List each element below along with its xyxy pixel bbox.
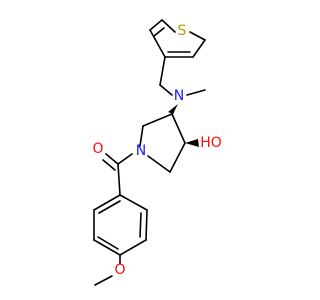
bond	[161, 19, 176, 33]
bond	[94, 275, 113, 286]
sulfur-label: S	[178, 23, 187, 39]
bond	[117, 163, 121, 196]
atom-label-amine-nitrogen: N	[174, 88, 184, 104]
ring-nitrogen-label: N	[136, 143, 146, 159]
bond	[97, 236, 119, 250]
bond	[147, 155, 171, 173]
atom-label-sulfur: S	[178, 23, 187, 39]
pyrrolidine-ring	[139, 113, 186, 173]
methoxy-oxygen-label: O	[114, 262, 125, 278]
amine-nitrogen-label: N	[174, 88, 184, 104]
bond	[119, 194, 148, 211]
benzene-ring	[93, 194, 148, 256]
atom-label-carbonyl-oxygen: O	[92, 141, 103, 157]
bond	[93, 194, 121, 211]
bond	[145, 209, 148, 241]
wedge-bond	[168, 104, 178, 114]
bond	[149, 19, 163, 31]
structure-diagram: S N N O HO O	[92, 19, 222, 286]
bond	[171, 113, 186, 144]
bond	[159, 84, 173, 96]
bond	[102, 159, 116, 171]
carbonyl-oxygen-label: O	[92, 141, 103, 157]
atom-label-hydroxyl: HO	[200, 135, 222, 151]
bond	[192, 39, 206, 58]
atom-label-methoxy-oxygen: O	[114, 262, 125, 278]
bond	[93, 239, 121, 256]
bond	[117, 153, 133, 165]
bond	[139, 125, 144, 147]
bond	[142, 113, 173, 127]
wedge-bond	[185, 139, 199, 147]
hydroxyl-label: HO	[200, 135, 222, 151]
bond	[186, 89, 206, 96]
bond	[149, 29, 166, 58]
bond	[139, 212, 142, 238]
bond	[189, 31, 206, 41]
bond	[169, 142, 186, 173]
atom-label-ring-nitrogen: N	[136, 143, 146, 159]
bond	[105, 153, 119, 165]
bond	[119, 239, 147, 256]
molecule-canvas: S N N O HO O	[92, 19, 222, 286]
bond	[98, 200, 121, 214]
bond	[153, 27, 165, 37]
thiophene-ring	[149, 19, 206, 58]
bond	[159, 56, 166, 86]
